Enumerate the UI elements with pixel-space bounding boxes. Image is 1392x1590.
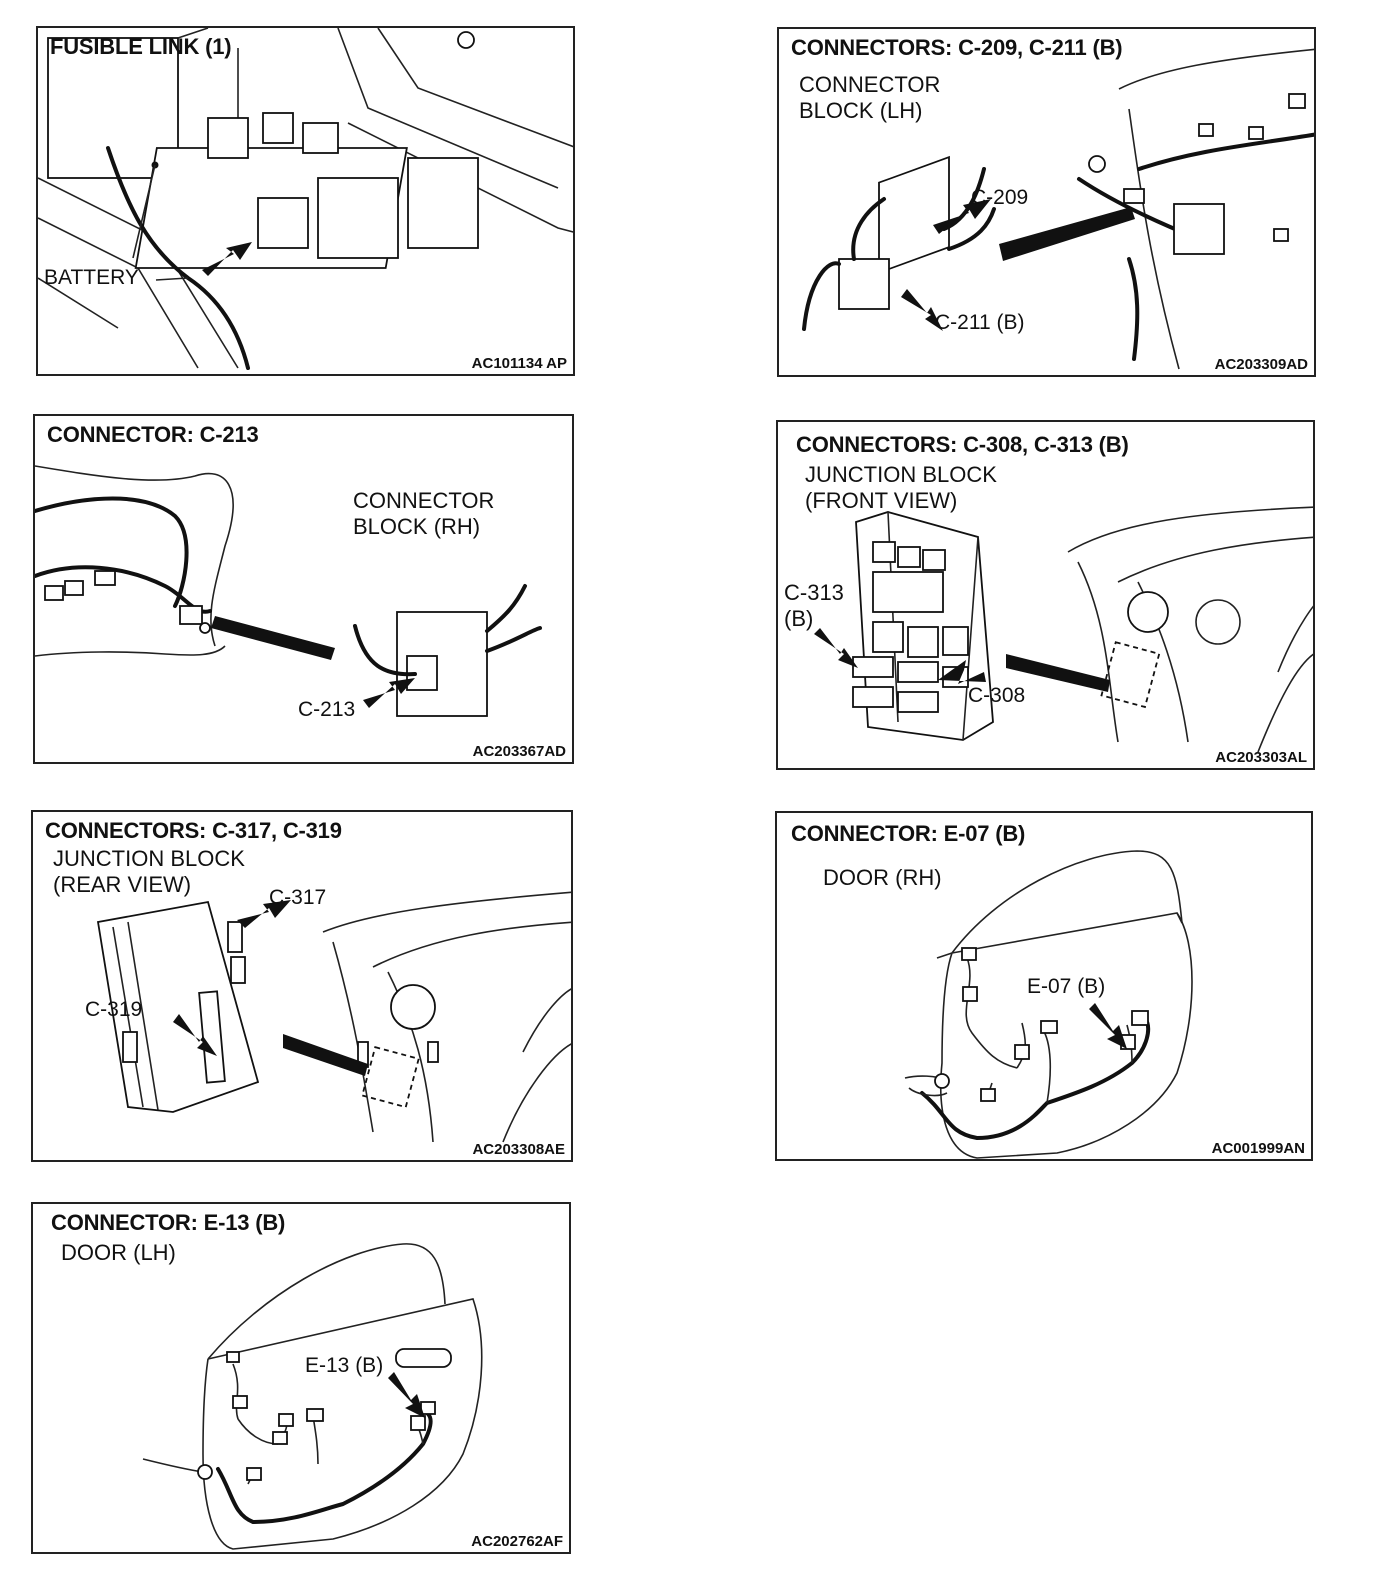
panel-title: CONNECTOR: E-13 (B): [51, 1210, 286, 1235]
panel-title: CONNECTOR: E-07 (B): [791, 821, 1026, 846]
panel-c308-c313: CONNECTORS: C-308, C-313 (B) JUNCTION BL…: [776, 420, 1315, 770]
panel-title: CONNECTORS: C-209, C-211 (B): [791, 35, 1123, 60]
figure-code: AC203308AE: [472, 1141, 565, 1158]
panel-subtitle: JUNCTION BLOCK (REAR VIEW): [53, 846, 245, 897]
panel-e13: CONNECTOR: E-13 (B) DOOR (LH) E-13 (B) A…: [31, 1202, 571, 1554]
panel-title: CONNECTOR: C-213: [47, 422, 259, 447]
panel-subtitle: CONNECTOR BLOCK (LH): [799, 72, 941, 123]
figure-code: AC202762AF: [471, 1533, 563, 1550]
panel-c317-c319: CONNECTORS: C-317, C-319 JUNCTION BLOCK …: [31, 810, 573, 1162]
label-c313: C-313 (B): [784, 580, 844, 631]
panel-subtitle: JUNCTION BLOCK (FRONT VIEW): [805, 462, 997, 513]
label-c317: C-317: [269, 886, 327, 909]
label-c213: C-213: [298, 698, 356, 721]
label-c319: C-319: [85, 998, 143, 1021]
panel-e07: CONNECTOR: E-07 (B) DOOR (RH) E-07 (B) A…: [775, 811, 1313, 1161]
panel-subtitle: CONNECTOR BLOCK (RH): [353, 488, 495, 539]
figure-code: AC001999AN: [1211, 1140, 1305, 1157]
panel-title: FUSIBLE LINK (1): [50, 34, 232, 59]
panel-c213: CONNECTOR: C-213 CONNECTOR BLOCK (RH) C-…: [33, 414, 574, 764]
engine-bay-illustration: [38, 28, 573, 370]
junction-block-front-illustration: [814, 506, 1313, 753]
battery-label: BATTERY: [44, 266, 139, 289]
label-e07: E-07 (B): [1027, 975, 1106, 998]
label-e13: E-13 (B): [305, 1354, 384, 1377]
panel-fusible-link: FUSIBLE LINK (1) BATTERY AC101134 AP: [36, 26, 575, 376]
label-c308: C-308: [968, 684, 1026, 707]
label-c209: C-209: [971, 186, 1029, 209]
label-c211: C-211 (B): [935, 311, 1025, 334]
figure-code: AC203303AL: [1215, 749, 1307, 766]
figure-code: AC203309AD: [1214, 356, 1308, 373]
panel-subtitle: DOOR (RH): [823, 865, 942, 890]
junction-block-rear-illustration: [96, 891, 571, 1143]
panel-subtitle: DOOR (LH): [61, 1240, 176, 1265]
panel-c209-c211: CONNECTORS: C-209, C-211 (B) CONNECTOR B…: [777, 27, 1316, 377]
panel-title: CONNECTORS: C-317, C-319: [45, 818, 342, 843]
connector-block-lh-illustration: [802, 48, 1314, 370]
panel-title: CONNECTORS: C-308, C-313 (B): [796, 432, 1129, 457]
door-rh-illustration: [904, 850, 1193, 1159]
figure-code: AC101134 AP: [471, 355, 567, 372]
figure-code: AC203367AD: [472, 743, 566, 760]
door-lh-illustration: [142, 1243, 483, 1550]
connector-block-rh-illustration: [35, 465, 542, 717]
